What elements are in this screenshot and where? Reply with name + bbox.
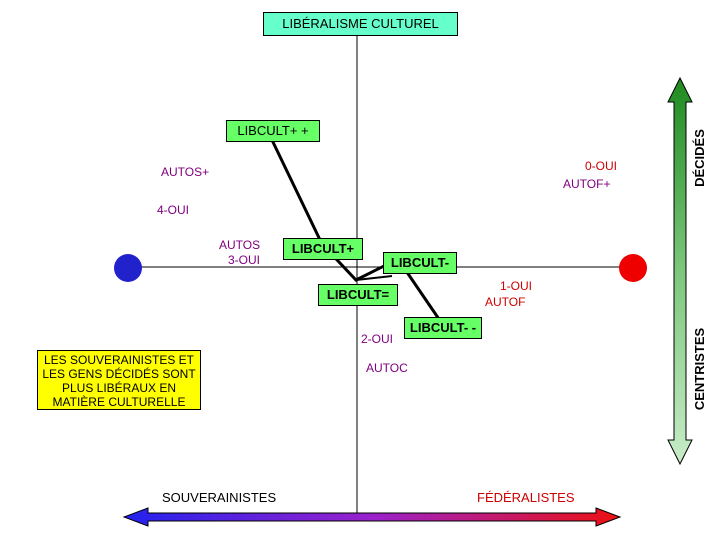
libcult-path-line — [270, 139, 393, 282]
label-0-oui: 0-OUI — [585, 159, 618, 173]
souverainistes-dot — [114, 254, 142, 282]
label-autos-plus: AUTOS+ — [161, 165, 210, 179]
label-autos: AUTOS — [219, 238, 261, 252]
axis-label-decides: DÉCIDÉS — [692, 129, 707, 187]
label-4-oui: 4-OUI — [157, 203, 190, 217]
libcult-plus-plus-box: LIBCULT+ + — [226, 120, 320, 142]
label-3-oui: 3-OUI — [228, 253, 261, 267]
axis-label-souverainistes: SOUVERAINISTES — [162, 490, 277, 505]
libcult-minus-minus-box: LIBCULT- - — [404, 317, 482, 339]
title-box: LIBÉRALISME CULTUREL — [263, 12, 458, 36]
label-autof: AUTOF — [485, 295, 526, 309]
libcult-plus-box: LIBCULT+ — [283, 238, 363, 260]
libcult-branch-line — [355, 275, 393, 281]
axis-label-centristes: CENTRISTES — [692, 327, 707, 411]
label-autof-plus: AUTOF+ — [563, 177, 611, 191]
note-box: LES SOUVERAINISTES ET LES GENS DÉCIDÉS S… — [37, 350, 201, 410]
decides-centristes-arrow — [667, 76, 693, 466]
axis-label-federalistes: FÉDÉRALISTES — [477, 490, 575, 505]
label-2-oui: 2-OUI — [361, 332, 394, 346]
libcult-minus-box: LIBCULT- — [383, 252, 457, 274]
label-1-oui: 1-OUI — [500, 279, 533, 293]
federalistes-dot — [619, 254, 647, 282]
souverainistes-federalistes-arrow — [122, 507, 622, 527]
label-autoc: AUTOC — [366, 361, 408, 375]
libcult-equal-box: LIBCULT= — [318, 284, 398, 306]
